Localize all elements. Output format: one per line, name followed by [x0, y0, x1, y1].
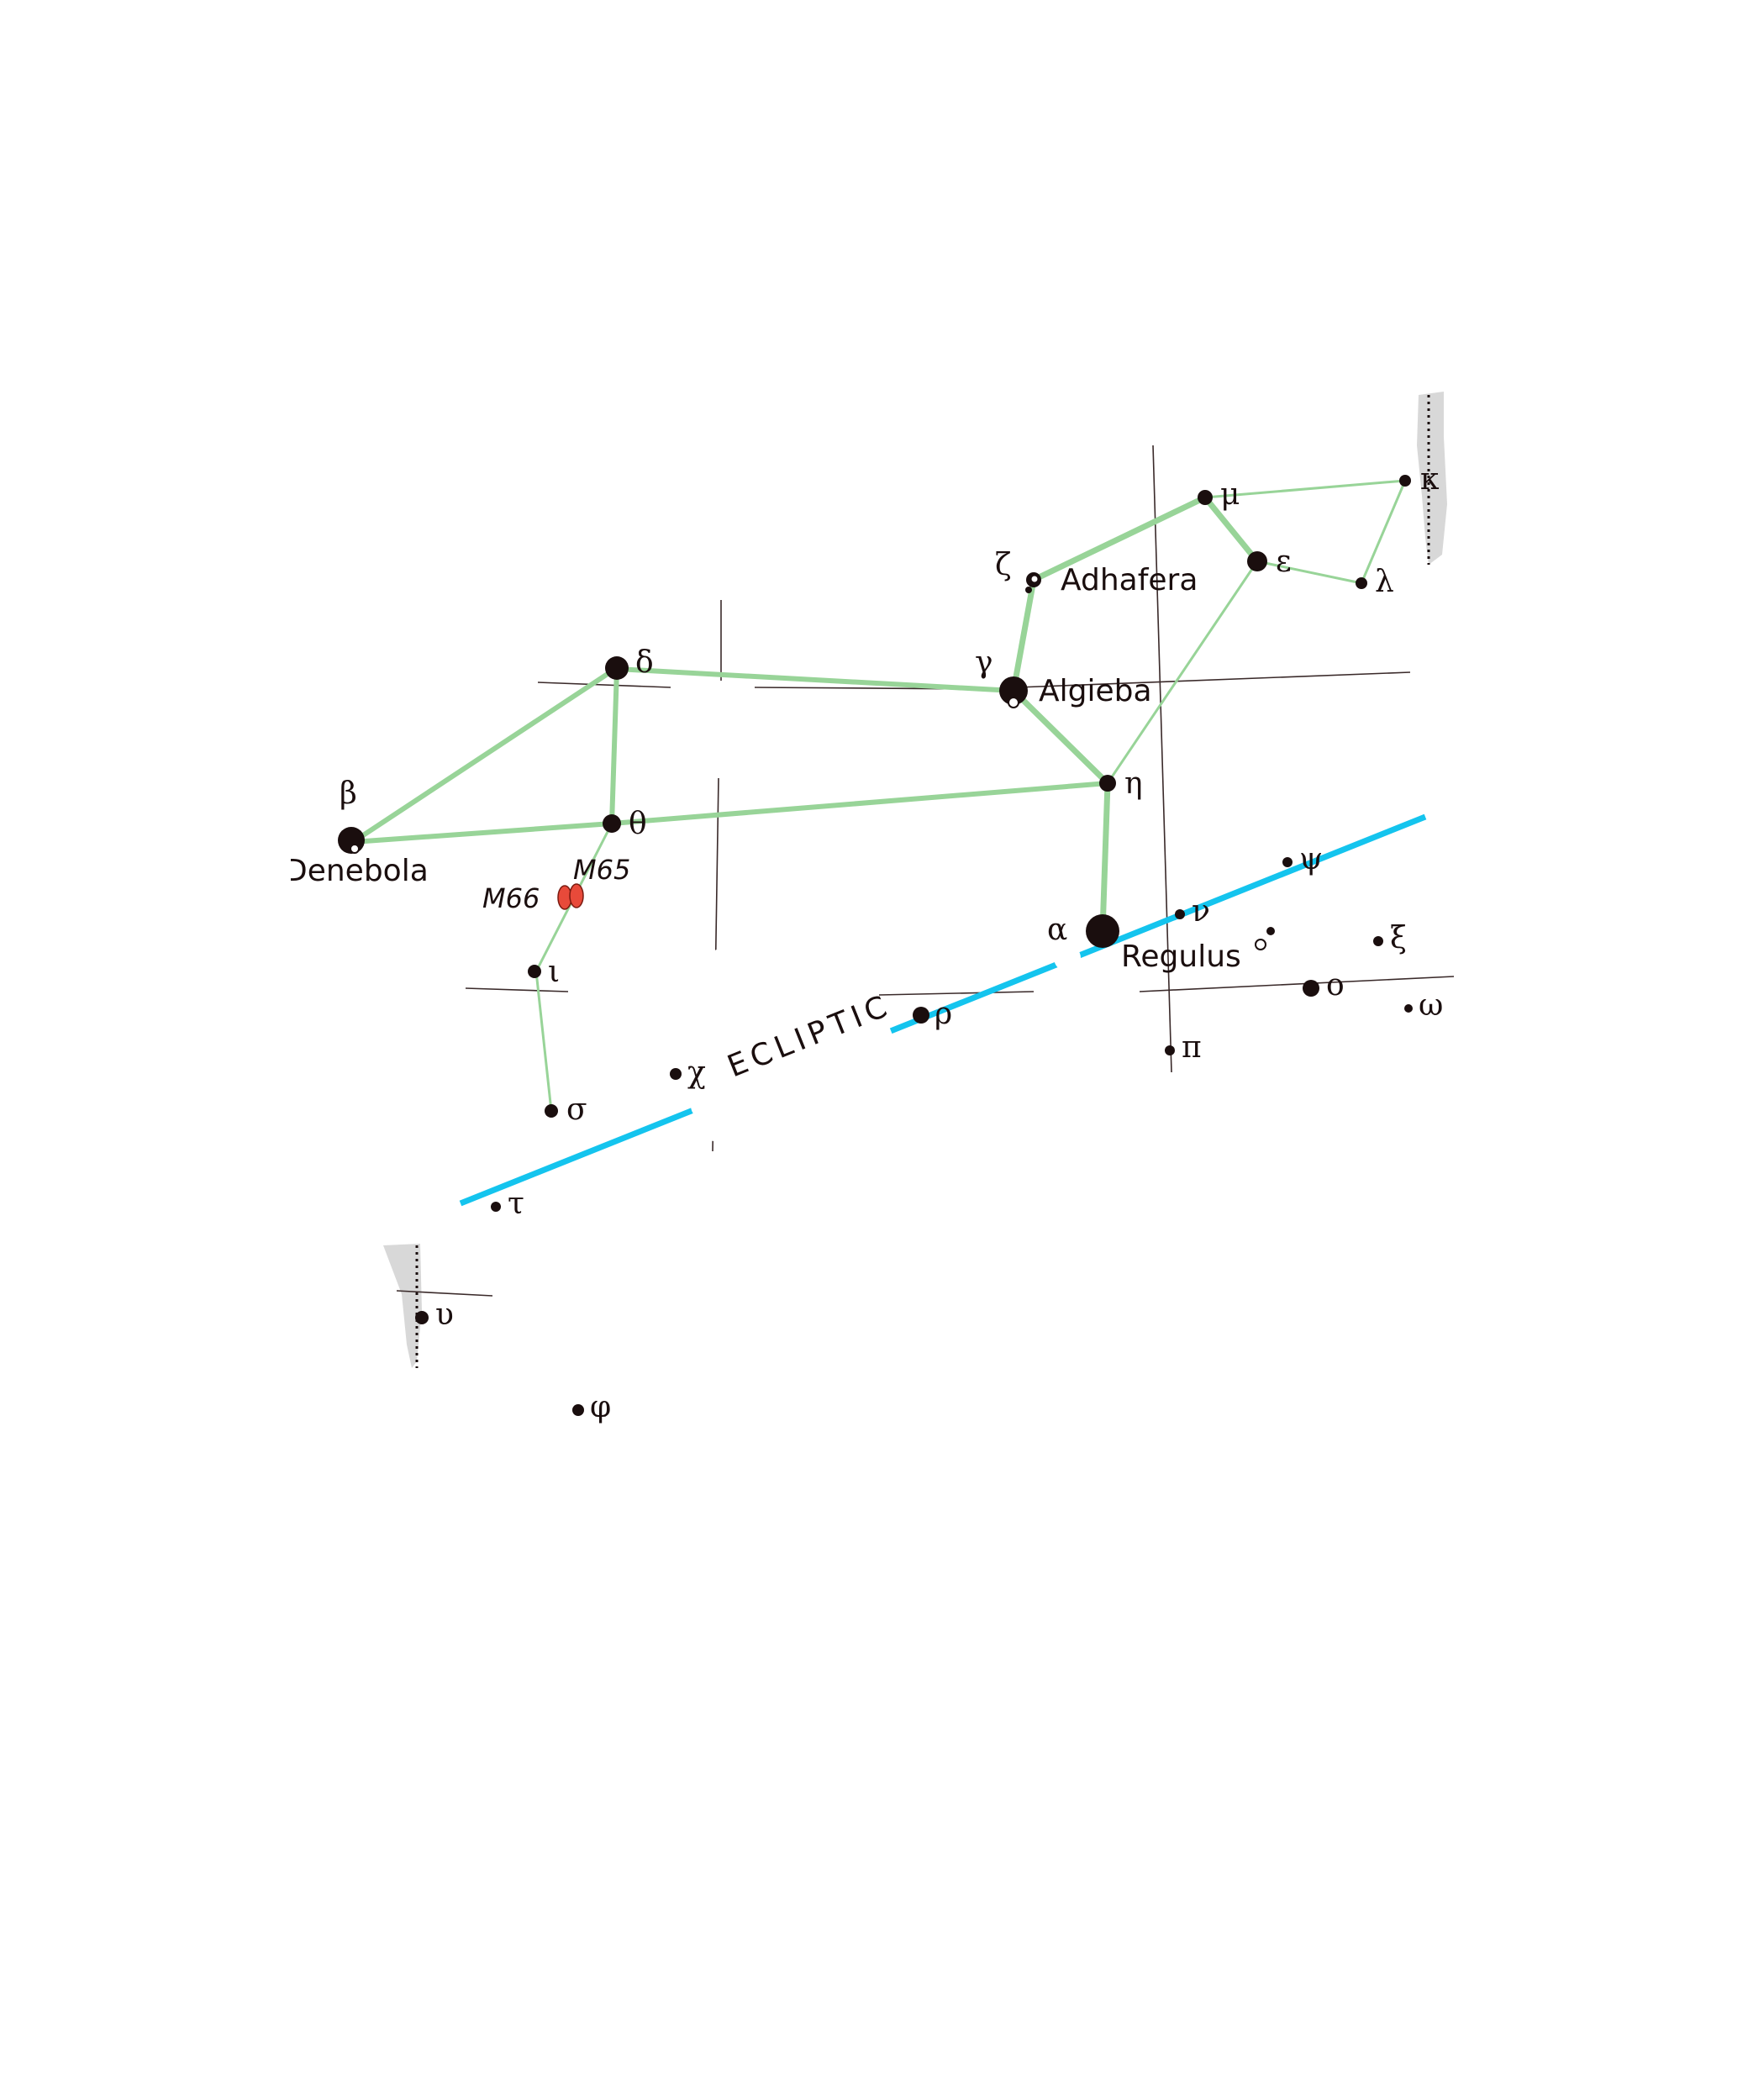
- grid-line: [396, 1290, 493, 1297]
- star-greek-label-delta: δ: [635, 645, 654, 680]
- star-greek-label-psi: ψ: [1299, 842, 1323, 876]
- star-greek-label-xi: ξ: [1390, 921, 1407, 955]
- star-omicron-dot[interactable]: [1303, 980, 1319, 997]
- name-labels: Regulus Denebola Algieba Adhafera: [284, 563, 1241, 974]
- grid-line: [537, 682, 671, 688]
- constellation-line: [1360, 479, 1407, 585]
- grid-line: [465, 987, 569, 992]
- star-denebola-companion: [350, 844, 360, 854]
- constellation-line: [614, 666, 1016, 693]
- constellation-line: [350, 666, 618, 845]
- constellation-line: [1010, 687, 1111, 787]
- ecliptic-line: [459, 813, 1427, 1207]
- star-delta-dot[interactable]: [605, 656, 629, 680]
- star-greek-label-epsilon: ε: [1276, 545, 1292, 579]
- star-greek-label-nu: ν: [1192, 894, 1210, 929]
- left-crop-mask: [252, 855, 291, 889]
- star-greek-label-iota: ι: [548, 955, 560, 989]
- milky-way-patch-lower-left: [383, 1244, 422, 1368]
- star-double-faint: [1255, 939, 1266, 950]
- grid-line: [1139, 976, 1455, 992]
- star-adhafera-companion: [1031, 576, 1038, 582]
- star-sigma-dot[interactable]: [545, 1104, 558, 1118]
- star-xi-dot[interactable]: [1373, 936, 1383, 946]
- star-greek-label-zeta: ζ: [995, 548, 1012, 582]
- star-greek-label-omicron: ο: [1326, 968, 1345, 1003]
- star-algieba-dot[interactable]: [999, 676, 1028, 705]
- star-omega-dot[interactable]: [1404, 1004, 1413, 1013]
- star-greek-label-alpha: α: [1047, 913, 1067, 947]
- star-greek-label-eta: η: [1124, 766, 1143, 801]
- star-greek-label-omega: ω: [1419, 988, 1443, 1023]
- star-mu-dot[interactable]: [1198, 490, 1213, 505]
- star-greek-label-theta: θ: [629, 807, 647, 841]
- star-kappa-dot[interactable]: [1399, 475, 1411, 487]
- grid-line: [1152, 445, 1172, 1073]
- star-algieba-companion: [1008, 697, 1019, 708]
- constellation-line: [350, 821, 614, 845]
- star-dots: [338, 475, 1413, 1416]
- star-theta-dot[interactable]: [603, 814, 621, 833]
- galaxy-label-m66: M66: [482, 882, 540, 914]
- milky-way-patches: [383, 392, 1447, 1368]
- star-name-label-adhafera: Adhafera: [1061, 563, 1198, 597]
- star-upsilon-dot[interactable]: [415, 1311, 429, 1324]
- star-greek-label-pi: π: [1182, 1030, 1202, 1065]
- greek-labels: α β γ δ ε ζ η θ ι κ λ μ ν ξ ο π ρ σ τ υ …: [340, 462, 1443, 1424]
- constellation-line: [1030, 494, 1208, 583]
- star-greek-label-gamma: γ: [975, 645, 993, 680]
- star-greek-label-sigma: σ: [566, 1092, 587, 1127]
- constellation-line: [1256, 560, 1363, 585]
- star-epsilon-dot[interactable]: [1247, 551, 1267, 571]
- constellation-line: [1106, 560, 1259, 785]
- ecliptic-label-gap: [646, 900, 905, 1142]
- constellation-line: [609, 781, 1110, 826]
- milky-way-patch-upper-right: [1417, 392, 1447, 565]
- star-tau-dot[interactable]: [491, 1202, 501, 1212]
- star-rho-dot[interactable]: [913, 1007, 929, 1024]
- constellation-line: [609, 666, 619, 826]
- constellation-line: [1202, 494, 1261, 565]
- deep-sky-labels: M65 M66: [482, 854, 630, 914]
- star-adhafera-secondary: [1025, 587, 1032, 593]
- star-greek-label-upsilon: υ: [435, 1297, 454, 1332]
- star-greek-label-rho: ρ: [935, 997, 952, 1031]
- star-greek-label-beta: β: [340, 776, 357, 811]
- star-name-label-algieba: Algieba: [1039, 674, 1152, 708]
- star-regulus-dot[interactable]: [1086, 914, 1119, 948]
- star-greek-label-phi: φ: [590, 1390, 611, 1424]
- star-iota-dot[interactable]: [528, 965, 541, 978]
- star-psi-dot[interactable]: [1282, 857, 1293, 867]
- star-greek-label-chi: χ: [687, 1055, 706, 1090]
- grid-line: [1016, 671, 1411, 688]
- star-name-label-denebola: Denebola: [284, 854, 429, 888]
- star-lambda-dot[interactable]: [1356, 577, 1367, 589]
- star-eta-dot[interactable]: [1099, 775, 1116, 792]
- star-name-label-regulus: Regulus: [1121, 939, 1241, 974]
- star-phi-dot[interactable]: [572, 1404, 584, 1416]
- galaxy-m65-icon[interactable]: [569, 883, 584, 908]
- star-chi-dot[interactable]: [670, 1068, 682, 1080]
- star-greek-label-kappa: κ: [1420, 462, 1440, 497]
- grid-line: [878, 991, 1035, 996]
- constellation-lines: [350, 479, 1407, 1113]
- constellation-line: [534, 970, 553, 1113]
- star-pi-dot[interactable]: [1165, 1045, 1175, 1055]
- constellation-line: [1010, 576, 1037, 694]
- star-greek-label-tau: τ: [508, 1187, 524, 1221]
- ecliptic: ECLIPTIC: [459, 813, 1427, 1207]
- galaxy-label-m65: M65: [573, 854, 630, 886]
- galaxies: [557, 883, 584, 910]
- star-nu-dot[interactable]: [1175, 909, 1185, 919]
- star-greek-label-mu: μ: [1220, 477, 1240, 512]
- constellation-line: [1099, 780, 1111, 934]
- star-double-faint: [1266, 927, 1275, 935]
- star-greek-label-lambda: λ: [1375, 565, 1394, 599]
- ecliptic-gap: [691, 1092, 718, 1119]
- constellation-line: [1203, 479, 1407, 499]
- ecliptic-gap: [1054, 945, 1081, 971]
